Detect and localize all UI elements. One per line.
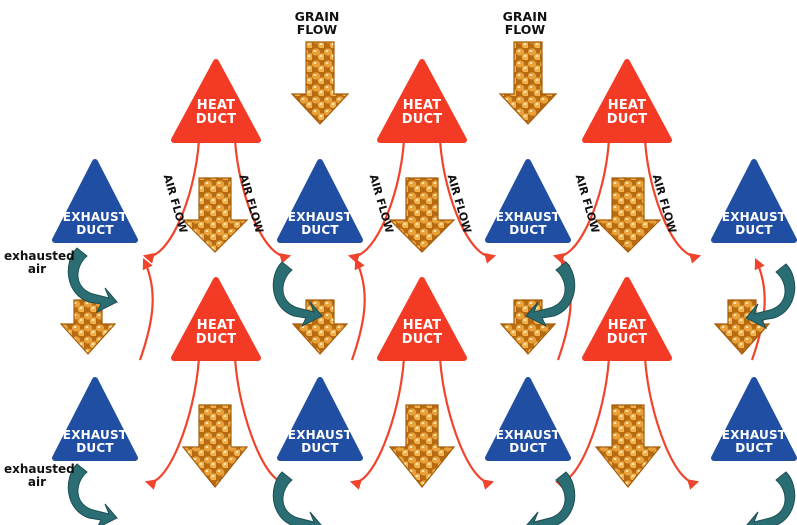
grain-arrow-top-2 — [498, 41, 558, 125]
grain-arrow-top-1 — [290, 41, 350, 125]
grain-arrow-row1-3 — [594, 177, 662, 253]
air-flow-curve-1-l — [142, 139, 201, 264]
grain-arrow-row1-1 — [181, 177, 249, 253]
heat-duct-bottom-3 — [582, 277, 672, 361]
exhausted-air-arrow-5 — [67, 463, 118, 525]
air-flow-curve-3-r — [643, 139, 702, 264]
heat-duct-bottom-2 — [377, 277, 467, 361]
exhaust-duct-row1-1 — [52, 159, 138, 243]
grain-arrow-row3-3 — [594, 404, 662, 488]
exhaust-duct-row2-4 — [711, 377, 797, 461]
air-flow-curve-3-l — [552, 139, 611, 264]
heat-duct-bottom-1 — [171, 277, 261, 361]
exhausted-air-arrow-4 — [745, 263, 796, 330]
air-flow-curve-4-r — [233, 357, 290, 490]
exhausted-air-arrow-3 — [525, 261, 576, 328]
air-flow-curve-6-r — [643, 357, 700, 490]
heat-duct-top-3 — [582, 59, 672, 143]
exhausted-air-arrow-7 — [526, 471, 576, 525]
grain-arrow-row3-2 — [388, 404, 456, 488]
air-flow-curve-5-r — [438, 357, 495, 490]
air-flow-curve-4-l — [144, 357, 201, 490]
air-flow-curve-6-l — [554, 357, 611, 490]
air-flow-curve-5-l — [349, 357, 406, 490]
heat-duct-top-2 — [377, 59, 467, 143]
exhaust-duct-row1-2 — [277, 159, 363, 243]
exhausted-air-arrow-2 — [272, 261, 323, 328]
exhausted-air-arrow-1 — [67, 247, 118, 314]
exhausted-air-arrow-6 — [272, 471, 322, 525]
grain-arrow-row2-4 — [713, 299, 771, 355]
air-flow-rise-3 — [750, 258, 766, 361]
exhaust-duct-row2-2 — [277, 377, 363, 461]
air-flow-curve-2-r — [438, 139, 497, 264]
exhaust-duct-row1-3 — [485, 159, 571, 243]
air-flow-curve-2-l — [347, 139, 406, 264]
exhaust-duct-row2-1 — [52, 377, 138, 461]
exhaust-duct-row1-4 — [711, 159, 797, 243]
air-flow-curve-1-r — [233, 139, 292, 264]
heat-duct-top-1 — [171, 59, 261, 143]
grain-arrow-row1-2 — [388, 177, 456, 253]
exhausted-air-arrow-8 — [746, 471, 796, 525]
air-flow-rise-1 — [350, 258, 366, 361]
grain-arrow-row3-1 — [181, 404, 249, 488]
grain-arrow-row2-1 — [59, 299, 117, 355]
exhaust-duct-row2-3 — [485, 377, 571, 461]
air-flow-rise-0 — [138, 258, 154, 361]
